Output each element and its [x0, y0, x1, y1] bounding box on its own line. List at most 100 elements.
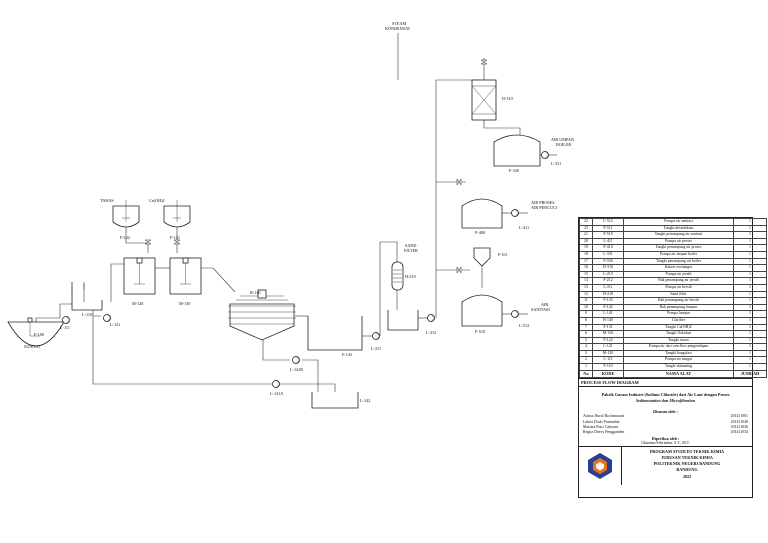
sanitation-tank-f510	[461, 294, 503, 327]
legend-cell-kode: F-510	[592, 231, 624, 239]
project-title-line-2: Sedimentation dan Microfiltration	[635, 398, 696, 404]
author-name: Lakita Dodo Pramudita	[583, 419, 620, 424]
label-filter: FILTER	[404, 248, 418, 253]
label-boiler: BOILER	[556, 142, 571, 147]
pipe-network	[35, 33, 557, 392]
valves	[144, 59, 488, 274]
pumps	[62, 151, 549, 388]
pump-l141b	[292, 356, 300, 364]
legend-cell-kode: M-120	[592, 349, 624, 358]
tag-b140: B-140	[250, 290, 260, 295]
legend-header-no: No	[579, 369, 593, 379]
pipe-riser-upper	[435, 79, 484, 182]
legend-cell-no: 11	[579, 297, 593, 305]
legend-cell-jumlah: 1	[733, 323, 767, 332]
legend-cell-kode: L-141	[592, 310, 624, 318]
legend-cell-nama: Pompa air dari overflow pengendapan	[623, 343, 734, 351]
legend-cell-nama: Tangki penampung air boiler	[623, 257, 734, 266]
legend-header-kode: KODE	[592, 369, 624, 379]
legend-cell-nama: Pompa air proses	[623, 237, 734, 246]
clarifier-b140	[228, 289, 296, 341]
legend-cell-no: 8	[579, 316, 593, 325]
legend-cell-kode: L-512	[592, 218, 624, 226]
legend-cell-no: 20	[579, 237, 593, 246]
legend-cell-no: 18	[579, 250, 593, 259]
legend-cell-jumlah: 1	[733, 330, 767, 338]
pipe-river-intake	[35, 303, 74, 322]
org-line-4: BANDUNG	[676, 467, 698, 473]
legend-cell-no: 17	[579, 257, 593, 266]
coagulation-tank-m120	[123, 257, 156, 295]
pump-l411	[511, 209, 519, 217]
legend-cell-nama: Bak penampung air jernih	[623, 277, 734, 285]
legend-cell-no: 10	[579, 303, 593, 312]
tag-f400: F-400	[475, 230, 485, 235]
tag-l141b: L-141B	[290, 367, 303, 372]
legend-cell-nama: Pompa air sungai	[623, 356, 734, 365]
legend-cell-kode: D-310	[592, 264, 624, 272]
label-steam: STEAM	[392, 21, 406, 26]
project-title: Pabrik Garam Industri (Sodium Chloride) …	[579, 387, 752, 409]
legend-cell-no: 22	[579, 218, 593, 226]
tag-f330: F-330	[509, 168, 519, 173]
boiler-tank-f330	[493, 134, 541, 167]
tag-l121: L-121	[110, 322, 120, 327]
legend-cell-kode: L-213	[592, 270, 624, 279]
legend-cell-jumlah: 1	[733, 231, 767, 239]
project-title-line-1: Pabrik Garam Industri (Sodium Chloride) …	[601, 392, 730, 398]
pump-l121	[103, 314, 111, 322]
skimming-tank-f110	[71, 282, 103, 311]
legend-cell-jumlah: 1	[733, 270, 767, 279]
legend-cell-jumlah: 1	[733, 277, 767, 285]
valve-icon	[480, 59, 488, 65]
tag-f510: F-510	[475, 329, 485, 334]
pipe-sludge-2	[302, 359, 319, 392]
pipe-l211-h210	[379, 241, 398, 336]
flocculation-tank-m130	[169, 257, 202, 295]
label-kondensat: KONDENSAT	[385, 26, 411, 31]
label-sungai: SUNGAI	[24, 344, 40, 349]
author-name: Anissa Nurul Rochmawati	[583, 414, 625, 419]
legend-cell-no: 16	[579, 264, 593, 272]
tag-f100: F-100	[34, 332, 44, 337]
tag-f143: F-143	[342, 352, 352, 357]
legend-cell-jumlah: 1	[733, 244, 767, 252]
legend-cell-nama: Tangki koagulasi	[623, 349, 734, 358]
legend-cell-jumlah: 1	[733, 336, 767, 345]
legend-cell-no: 5	[579, 336, 593, 345]
author-nim: 201411048	[730, 419, 748, 424]
legend-cell-no: 6	[579, 330, 593, 338]
legend-cell-nama: Tangki penampung air proses	[623, 244, 734, 252]
pipe-riser-main	[435, 181, 466, 318]
cation-exchanger-d310	[471, 79, 497, 121]
river-sungai	[7, 317, 65, 347]
legend-cell-no: 21	[579, 231, 593, 239]
legend-cell-kode: L-331	[592, 250, 624, 259]
legend-cell-kode: F-110	[592, 363, 624, 371]
tag-l512: L-512	[519, 323, 529, 328]
valve-icon	[456, 178, 462, 186]
pump-l141a	[272, 380, 280, 388]
organization-block: PROGRAM STUDI D3 TEKNIK KIMIA JURUSAN TE…	[579, 445, 752, 485]
legend-cell-no: 19	[579, 244, 593, 252]
legend-cell-no: 14	[579, 277, 593, 285]
label-air-pencuci: AIR PENCUCI	[531, 205, 558, 210]
legend-cell-jumlah: 1	[733, 264, 767, 272]
label-caoh2: Ca(OH)2	[149, 198, 165, 203]
valve-icon	[456, 266, 462, 274]
label-air-umpan: AIR UMPAN	[551, 137, 574, 142]
tag-l141a: L-141A	[270, 391, 283, 396]
legend-header-row: No KODE NAMA ALAT JUMLAH	[579, 369, 767, 379]
legend-cell-no: 4	[579, 343, 593, 351]
